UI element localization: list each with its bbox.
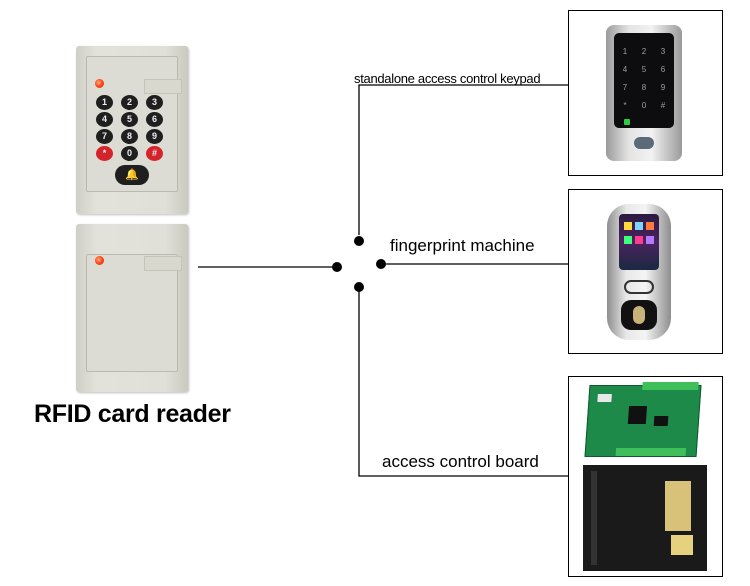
junction-dot-bottom [354,282,364,292]
board-image-frame [568,376,723,577]
key-star: * [96,146,113,161]
standalone-keypad-device: 1 2 3 4 5 6 7 8 9 * 0 # [606,25,682,161]
reader-card-panel [86,254,178,372]
pcb-chip [597,394,612,402]
keypad-digit: 8 [641,83,647,92]
key-hash: # [146,146,163,161]
keypad-digit: 6 [660,65,666,74]
keypad-bell-icon [634,137,654,149]
pcb-terminal-block [642,382,699,390]
screen-app-icon [646,236,654,244]
rfid-card-reader [76,224,188,392]
box-power-supply [665,481,691,531]
keypad-digit: 2 [641,47,647,56]
key-1: 1 [96,95,113,110]
fingerprint-image-frame [568,189,723,354]
keypad-digit: * [623,101,627,110]
keypad-digit: 3 [660,47,666,56]
reader-led-icon [95,256,104,265]
key-3: 3 [146,95,163,110]
access-control-board-pcb [584,382,702,457]
keypad-label: standalone access control keypad [354,71,541,86]
key-4: 4 [96,112,113,127]
key-5: 5 [121,112,138,127]
key-0: 0 [121,146,138,161]
screen-app-icon [624,236,632,244]
fingerprint-screen [619,214,659,270]
reader-caption: RFID card reader [34,400,231,428]
keypad-digit: 9 [660,83,666,92]
keypad-digit: 5 [641,65,647,74]
keypad-digit: 0 [641,101,647,110]
board-connector-line [358,290,570,477]
box-door [591,471,597,565]
reader-window [144,79,182,94]
keypad-image-frame: 1 2 3 4 5 6 7 8 9 * 0 # [568,10,723,176]
key-7: 7 [96,129,113,144]
fingerprint-label: fingerprint machine [390,236,535,255]
bell-icon: 🔔 [115,165,149,185]
keypad-digit: # [660,101,666,110]
board-label: access control board [382,452,539,471]
screen-app-icon [635,236,643,244]
screen-app-icon [624,222,632,230]
keypad-digit: 1 [622,47,628,56]
pcb-terminal-block [615,448,687,456]
key-6: 6 [146,112,163,127]
keypad-digit: 7 [622,83,628,92]
pcb-chip [653,416,669,426]
rfid-keypad-reader: 1 2 3 4 5 6 7 8 9 * 0 # 🔔 [76,46,188,214]
finger-icon [633,306,645,324]
key-2: 2 [121,95,138,110]
key-8: 8 [121,129,138,144]
junction-dot-left [332,262,342,272]
junction-dot-top [354,236,364,246]
pcb-chip [627,406,648,424]
box-transformer [671,535,693,555]
control-box-enclosure [583,465,707,571]
junction-dot-right [376,259,386,269]
infinity-logo-icon [624,280,654,294]
fingerprint-sensor-icon [621,300,657,330]
key-9: 9 [146,129,163,144]
keypad-touch-face: 1 2 3 4 5 6 7 8 9 * 0 # [614,33,674,128]
fingerprint-machine-device [607,204,671,340]
keypad-status-led-icon [624,119,630,125]
reader-led-icon [95,79,104,88]
keypad-connector-line [358,84,570,235]
keypad-digit: 4 [622,65,628,74]
screen-app-icon [646,222,654,230]
reader-window [144,256,182,271]
screen-app-icon [635,222,643,230]
